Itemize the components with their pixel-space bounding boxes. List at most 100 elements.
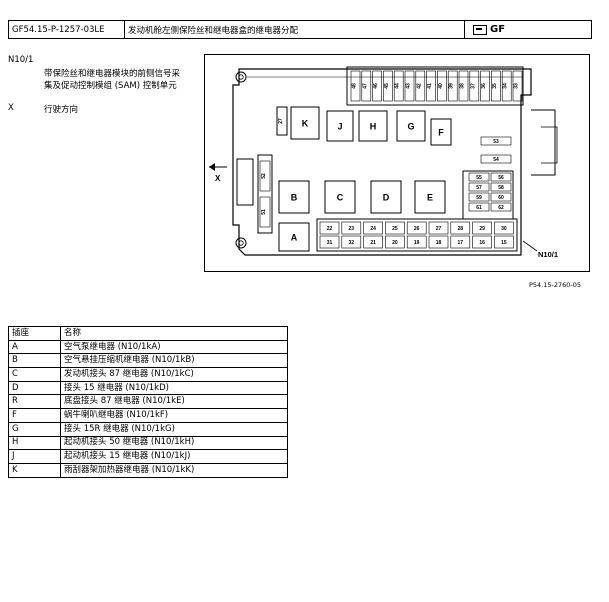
- fuse-label: 31: [327, 240, 333, 246]
- cell-name: 起动机接头 15 继电器 (N10/1kJ): [60, 449, 288, 464]
- fuse-label: 32: [349, 240, 355, 246]
- fuse-label: 43: [406, 83, 412, 89]
- fuse-slot: [480, 154, 512, 164]
- fuse-label: 44: [395, 83, 401, 89]
- fuse-label: 38: [460, 83, 466, 89]
- fuse-slot: [385, 221, 405, 235]
- relay-socket-d: [370, 180, 402, 214]
- fuse-slot: [372, 70, 382, 102]
- fuse-label: 53: [493, 139, 499, 145]
- mount-hole-bottom-left: [235, 237, 247, 249]
- relay-socket-g: [396, 110, 426, 142]
- cell-name: 起动机接头 50 继电器 (N10/1kH): [60, 435, 288, 451]
- cell-socket: H: [8, 435, 61, 451]
- left-connector: [236, 158, 254, 206]
- fuse-label: 62: [498, 205, 504, 211]
- mount-hole-bottom-left-inner: [238, 240, 244, 246]
- callout-label: N10/1: [538, 250, 558, 259]
- fuse-label: 19: [414, 240, 420, 246]
- cell-name: 雨刮器架加热器继电器 (N10/1kK): [60, 462, 288, 478]
- fuse-slot: [450, 221, 471, 235]
- direction-arrow-head: [209, 163, 215, 171]
- fuse-label: 47: [362, 83, 368, 89]
- cell-name: 底盘接头 87 继电器 (N10/1kE): [60, 394, 288, 410]
- cell-name: 发动机接头 87 继电器 (N10/1kC): [60, 367, 288, 382]
- legend-code-x: X: [8, 103, 14, 113]
- fuse-label: 39: [449, 83, 455, 89]
- mount-hole-top-left: [235, 71, 247, 83]
- column-header-socket: 插座: [8, 326, 61, 341]
- gf-logo-text: GF: [490, 24, 506, 35]
- fuse-slot: [319, 235, 340, 249]
- cell-socket: B: [8, 353, 61, 369]
- left-fuse-column: [257, 154, 273, 234]
- fuse-label: 28: [458, 226, 464, 232]
- relay-label-f: F: [438, 128, 444, 138]
- fuse-label: 52: [261, 173, 267, 179]
- fuse-slot: [512, 70, 523, 102]
- fuse-slot: [472, 221, 492, 235]
- fuse-label: 25: [392, 226, 398, 232]
- fuse-label: 16: [479, 240, 485, 246]
- legend-text-n10-1-line1: 带保险丝和继电器模块的前侧信号采: [44, 69, 181, 79]
- fuse-slot: [472, 235, 492, 249]
- legend-text-x: 行驶方向: [44, 105, 79, 115]
- relay-label-d: D: [383, 193, 390, 203]
- fuse-27-slot: [276, 106, 288, 136]
- fuse-slot: [383, 70, 393, 102]
- fuse-label: 15: [501, 240, 507, 246]
- legend-text-n10-1-line2: 集及促动控制模组 (SAM) 控制单元: [44, 81, 177, 91]
- fuse-slot: [480, 70, 490, 102]
- fuse-slot: [458, 70, 469, 102]
- fuse-slot: [428, 221, 449, 235]
- fuse-slot: [363, 221, 383, 235]
- cell-socket: A: [8, 339, 61, 355]
- fuse-label: 26: [414, 226, 420, 232]
- fuse-slot: [490, 202, 512, 212]
- cell-name: 接头 15R 继电器 (N10/1kG): [60, 421, 288, 437]
- fuse-slot: [341, 235, 362, 249]
- fuse-label: 55: [476, 175, 482, 181]
- fuse-slot: [450, 235, 471, 249]
- fuse-slot: [415, 70, 426, 102]
- fuse-label: 56: [498, 175, 504, 181]
- fuse-label: 23: [349, 226, 355, 232]
- relay-label-k: K: [302, 119, 309, 129]
- fuse-slot: [428, 235, 449, 249]
- fuse-label: 58: [498, 185, 504, 191]
- relay-socket-j: [326, 110, 354, 142]
- fuse-label: 57: [476, 185, 482, 191]
- fuse-slot: [490, 172, 512, 182]
- direction-label: X: [215, 174, 221, 183]
- relay-socket-k: [290, 106, 320, 140]
- fuse-label: 40: [438, 83, 444, 89]
- relay-label-b: B: [291, 193, 298, 203]
- right-bracket-inner: [541, 126, 558, 164]
- fuse-slot: [404, 70, 415, 102]
- fuse-slot: [363, 235, 383, 249]
- fuse-label: 60: [498, 195, 504, 201]
- fuse-label: 36: [481, 83, 487, 89]
- legend-code-n10-1: N10/1: [8, 55, 34, 65]
- callout-line: [522, 240, 538, 252]
- fuse-slot: [426, 70, 436, 102]
- fuse-label: 51: [261, 209, 267, 215]
- right-fuse-column: [462, 170, 514, 220]
- fuse-label: 61: [476, 205, 482, 211]
- fuse-slot: [468, 192, 490, 202]
- cell-socket: G: [8, 421, 61, 437]
- table-header-row: 插座 名称: [8, 326, 288, 341]
- fuse-slot: [468, 182, 490, 192]
- fuse-slot: [490, 192, 512, 202]
- fuse-slot: [468, 202, 490, 212]
- cell-socket: K: [8, 462, 61, 478]
- gf-logo: GF: [465, 21, 591, 38]
- fuse-slot: [385, 235, 405, 249]
